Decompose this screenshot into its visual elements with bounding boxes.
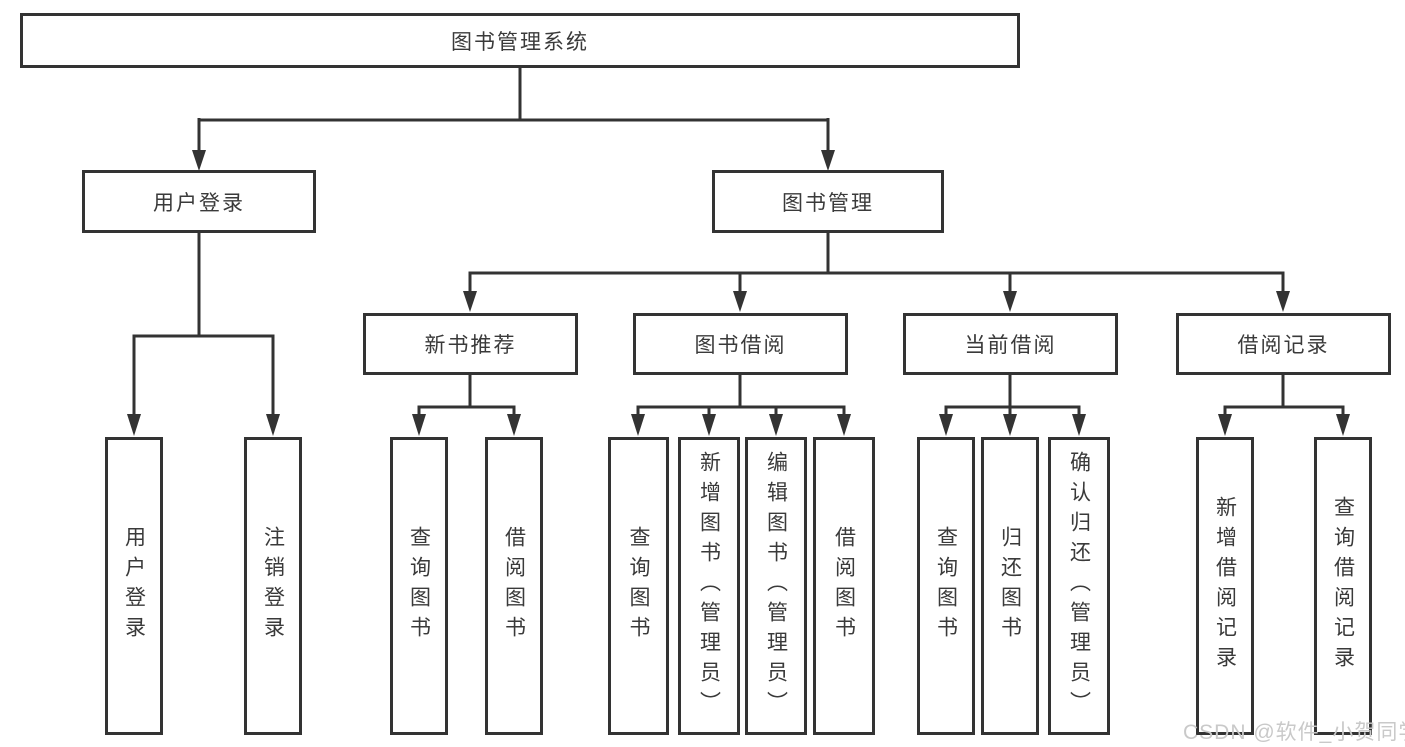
leaf-return-book: 归还图书 — [981, 437, 1039, 735]
leaf-logout-label: 注销登录 — [261, 526, 285, 646]
node-borrow-records: 借阅记录 — [1176, 313, 1391, 375]
node-borrow-records-label: 借阅记录 — [1237, 334, 1330, 357]
leaf-logout: 注销登录 — [244, 437, 302, 735]
node-root-system: 图书管理系统 — [20, 13, 1020, 68]
csdn-watermark: CSDN @软件_小贺同学 — [1183, 721, 1405, 744]
node-book-management: 图书管理 — [712, 170, 944, 233]
node-user-login: 用户登录 — [82, 170, 316, 233]
node-current-borrow-label: 当前借阅 — [964, 334, 1057, 357]
leaf-user-login: 用户登录 — [105, 437, 163, 735]
leaf-user-login-label: 用户登录 — [122, 526, 146, 646]
leaf-add-book-admin: 新增图书（管理员） — [678, 437, 740, 735]
leaf-borrow-books-borrow-label: 借阅图书 — [832, 526, 856, 646]
leaf-query-books-recommend: 查询图书 — [390, 437, 448, 735]
leaf-query-books-borrow: 查询图书 — [608, 437, 669, 735]
leaf-add-borrow-record-label: 新增借阅记录 — [1213, 496, 1237, 676]
node-current-borrow: 当前借阅 — [903, 313, 1118, 375]
leaf-edit-book-admin: 编辑图书（管理员） — [745, 437, 807, 735]
leaf-query-borrow-record: 查询借阅记录 — [1314, 437, 1372, 735]
leaf-borrow-books-recommend: 借阅图书 — [485, 437, 543, 735]
leaf-borrow-books-borrow: 借阅图书 — [813, 437, 875, 735]
leaf-query-books-recommend-label: 查询图书 — [407, 526, 431, 646]
node-user-login-label: 用户登录 — [153, 191, 245, 215]
leaf-borrow-books-recommend-label: 借阅图书 — [502, 526, 526, 646]
node-book-borrow: 图书借阅 — [633, 313, 848, 375]
leaf-confirm-return-admin-label: 确认归还（管理员） — [1067, 451, 1091, 721]
node-new-book-recommend: 新书推荐 — [363, 313, 578, 375]
leaf-edit-book-admin-label: 编辑图书（管理员） — [764, 451, 788, 721]
leaf-add-borrow-record: 新增借阅记录 — [1196, 437, 1254, 735]
leaf-query-books-current-label: 查询图书 — [934, 526, 958, 646]
node-root-label: 图书管理系统 — [451, 30, 589, 54]
leaf-query-books-borrow-label: 查询图书 — [627, 526, 650, 646]
node-book-management-label: 图书管理 — [782, 191, 874, 215]
node-book-borrow-label: 图书借阅 — [694, 334, 787, 357]
leaf-confirm-return-admin: 确认归还（管理员） — [1048, 437, 1110, 735]
leaf-query-books-current: 查询图书 — [917, 437, 975, 735]
leaf-query-borrow-record-label: 查询借阅记录 — [1331, 496, 1355, 676]
leaf-add-book-admin-label: 新增图书（管理员） — [697, 451, 721, 721]
leaf-return-book-label: 归还图书 — [998, 526, 1022, 646]
node-new-book-recommend-label: 新书推荐 — [424, 334, 517, 357]
